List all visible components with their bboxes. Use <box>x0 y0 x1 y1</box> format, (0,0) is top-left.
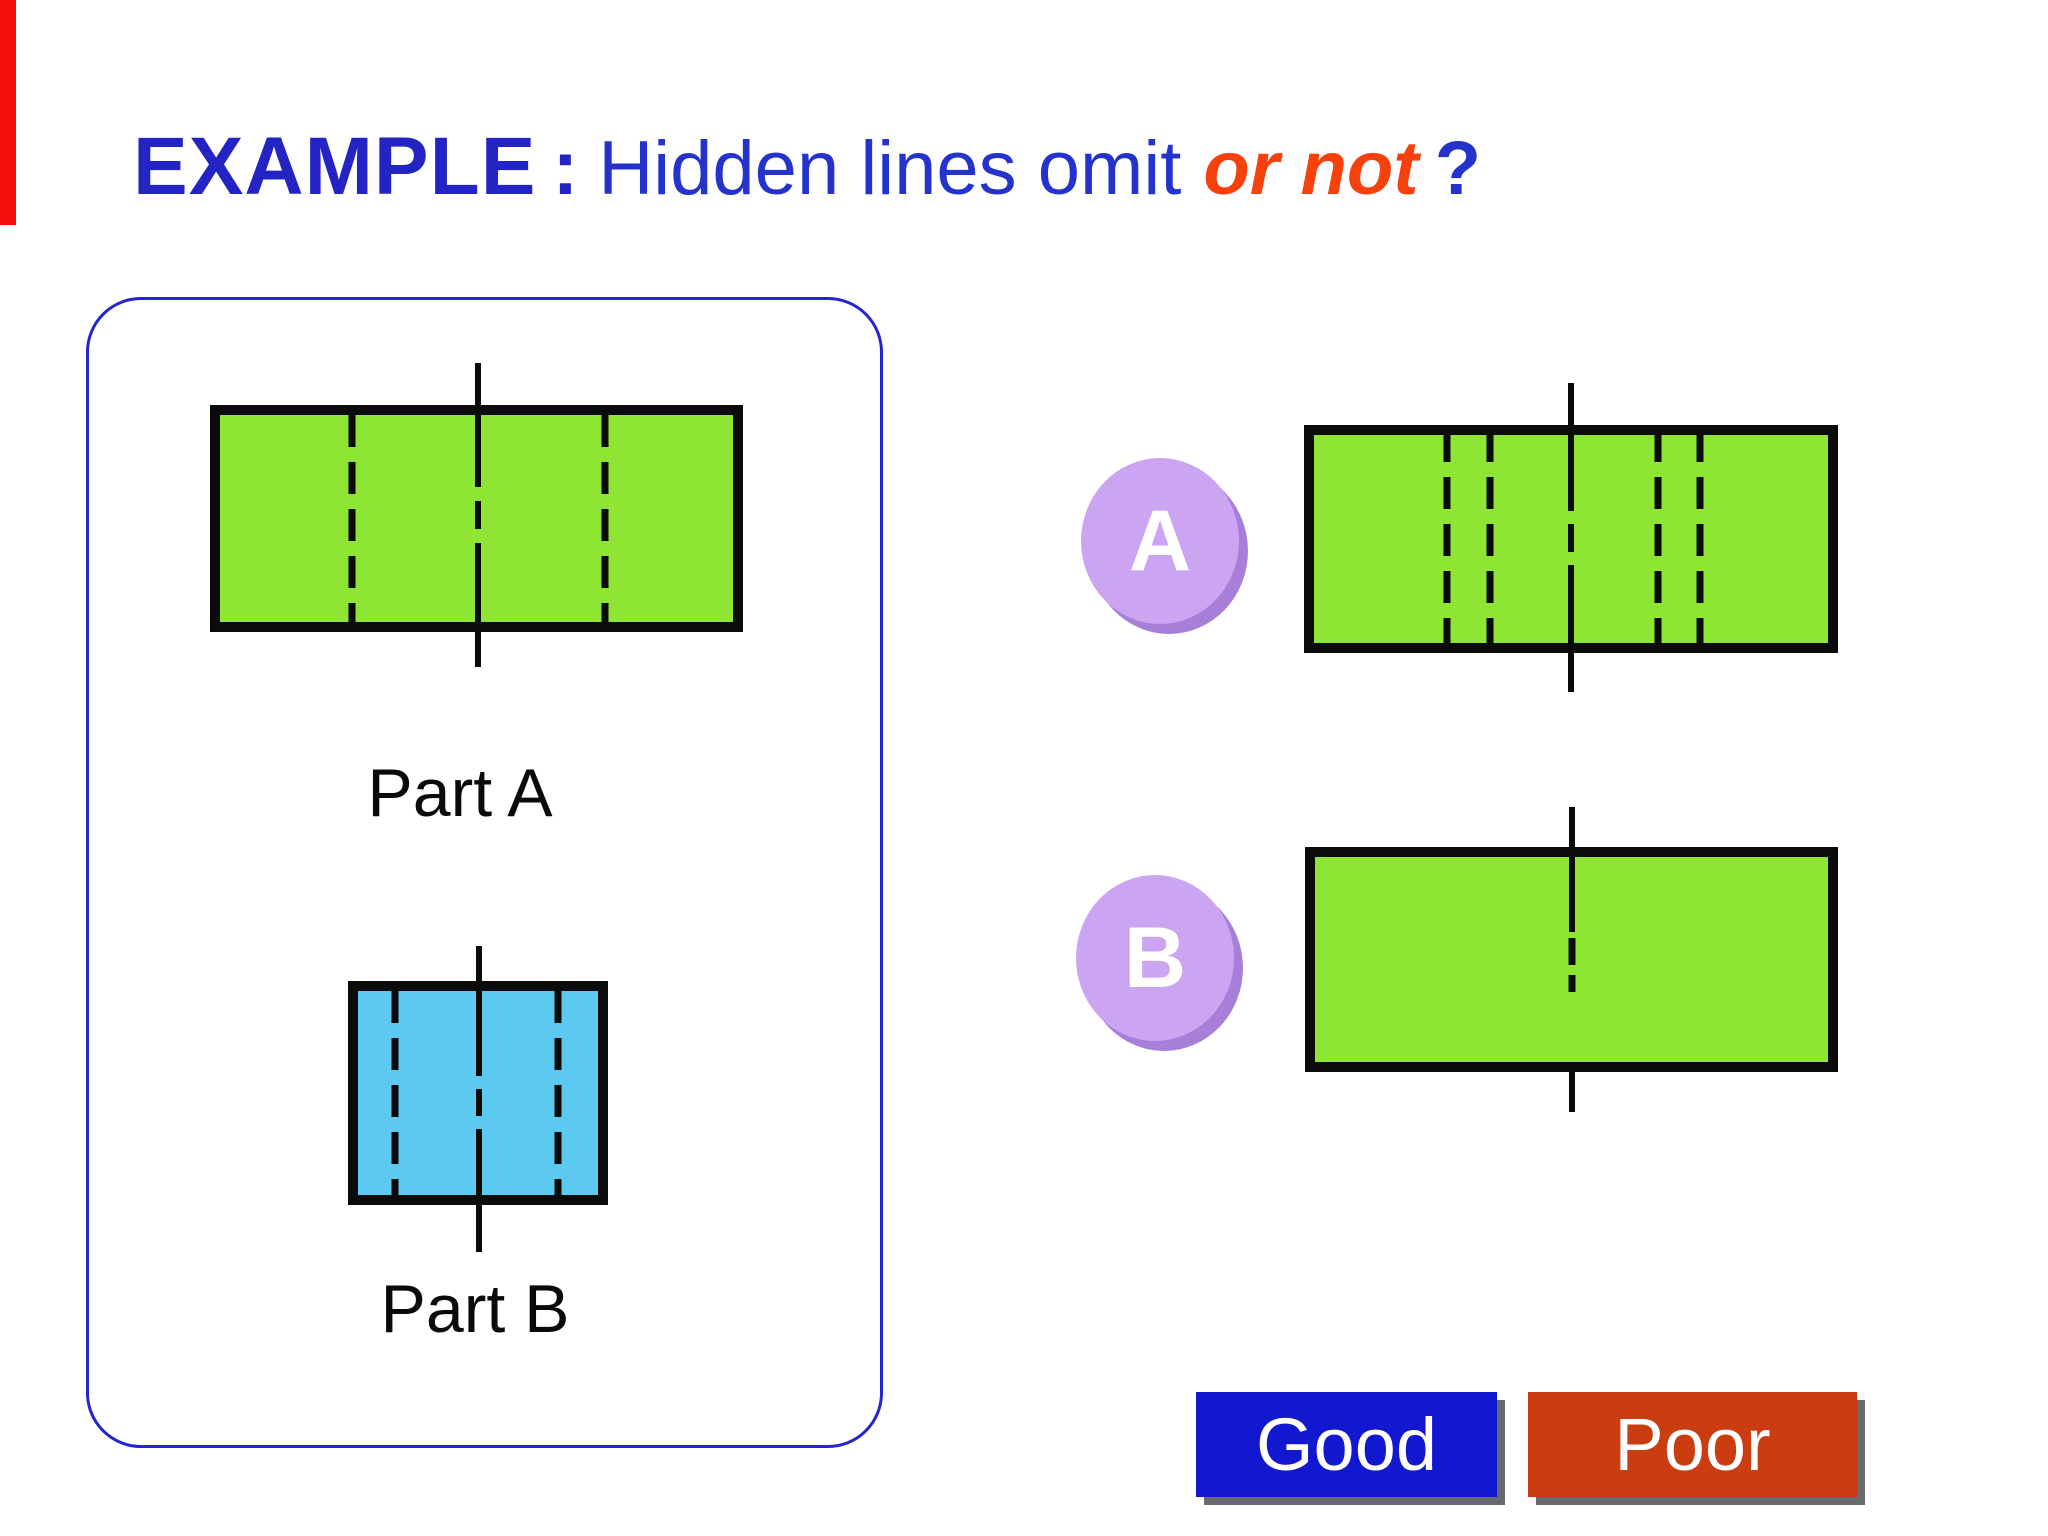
red-edge-bar <box>0 0 16 225</box>
title-accent: or not <box>1203 126 1419 211</box>
poor-button-label: Poor <box>1614 1403 1771 1486</box>
title-phrase: Hidden lines omit <box>598 126 1182 211</box>
page-title: EXAMPLE : Hidden lines omit or not ? <box>133 120 1481 214</box>
good-button[interactable]: Good <box>1196 1392 1497 1497</box>
option-a-letter: A <box>1128 492 1192 589</box>
option-a-view <box>1304 383 1838 692</box>
poor-button[interactable]: Poor <box>1528 1392 1857 1497</box>
option-b-letter: B <box>1123 909 1187 1006</box>
option-b-badge: B <box>1076 875 1234 1041</box>
title-question-mark: ? <box>1434 126 1482 211</box>
part-b-view <box>348 946 608 1252</box>
option-a-badge: A <box>1081 458 1239 624</box>
part-a-label: Part A <box>367 755 553 831</box>
title-keyword: EXAMPLE <box>133 121 537 212</box>
part-b-label: Part B <box>380 1271 570 1347</box>
part-a-view <box>210 363 743 668</box>
parts-panel <box>86 297 883 1448</box>
title-separator: : <box>552 123 579 211</box>
good-button-label: Good <box>1255 1403 1438 1486</box>
option-b-view <box>1305 807 1838 1112</box>
